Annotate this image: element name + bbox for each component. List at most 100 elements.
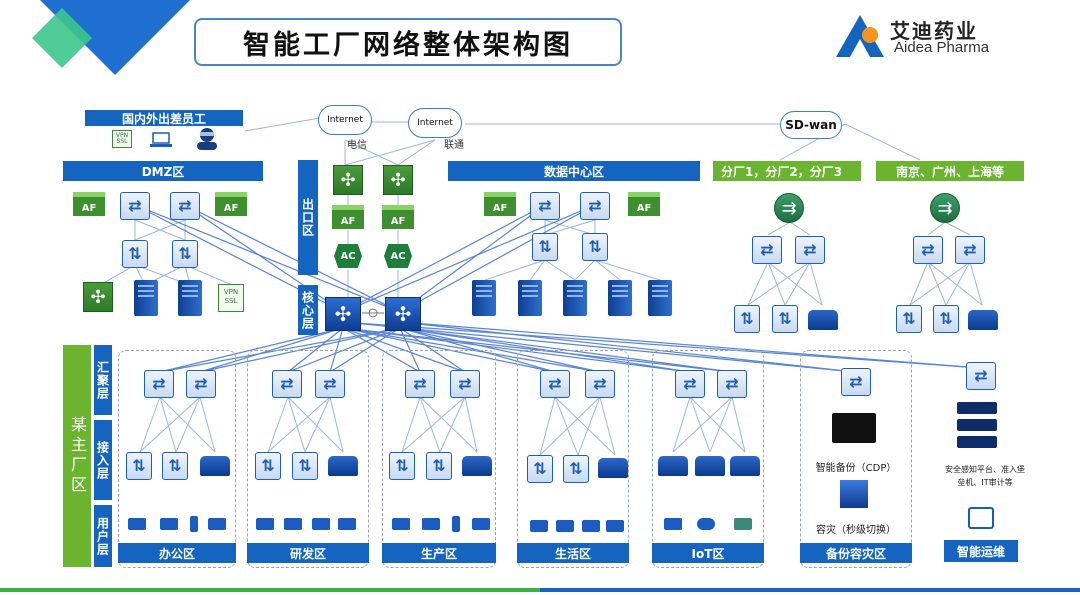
laptop-icon	[284, 518, 302, 530]
user-layer-bar: 用户层	[94, 505, 112, 567]
dmz-zone-label: DMZ区	[141, 164, 185, 179]
router-icon: ✣	[83, 282, 113, 312]
core-switch-icon: ✣	[325, 297, 361, 331]
af-text: AF	[390, 216, 406, 227]
ssl-text: SSL	[116, 138, 128, 145]
desktop-icon	[392, 518, 410, 530]
ac-controller-icon: AC	[384, 244, 412, 268]
desktop-icon	[128, 518, 146, 530]
access-switch-icon: ⇅	[255, 452, 281, 480]
area-bar-production: 生产区	[382, 543, 496, 563]
dr-label: 容灾（秒级切换）	[816, 525, 896, 536]
area-bar-ops: 智能运维	[944, 540, 1018, 562]
laptop-icon	[422, 518, 440, 530]
ops-monitor-icon	[968, 507, 994, 529]
printer-icon	[208, 518, 226, 530]
af-firewall-icon: AF	[73, 192, 105, 216]
vpn-text: VPN	[223, 288, 239, 296]
router-icon: ✣	[333, 165, 363, 195]
access-switch-icon: ⇅	[933, 305, 959, 333]
page-title: 智能工厂网络整体架构图	[194, 18, 622, 66]
router-icon: ✣	[383, 165, 413, 195]
campus-label: 某主厂区	[68, 416, 87, 496]
security-appliance-icon	[957, 402, 997, 414]
pos-terminal-icon	[606, 520, 624, 532]
datacenter-zone-label: 数据中心区	[543, 164, 604, 179]
user-icon	[197, 128, 217, 150]
af-firewall-icon: AF	[215, 192, 247, 216]
user-layer-label: 用户层	[95, 516, 110, 556]
stack-link-icon	[362, 308, 384, 318]
access-switch-icon: ⇅	[162, 452, 188, 480]
storage-icon	[730, 456, 760, 476]
switch-icon: ⇄	[144, 370, 174, 398]
remote-staff-label: 国内外出差员工	[121, 111, 206, 126]
internet-cloud-telecom: Internet	[318, 105, 372, 135]
access-layer-bar: 接入层	[94, 420, 112, 500]
phone-icon	[190, 516, 198, 532]
branch-zone-bar: 分厂1，分厂2，分厂3	[713, 161, 861, 181]
af-firewall-icon: AF	[628, 192, 660, 216]
af-text: AF	[223, 203, 239, 214]
area-label-living: 生活区	[554, 546, 591, 561]
server-icon	[608, 280, 632, 316]
area-bar-iot: IoT区	[652, 543, 764, 563]
city-branch-zone-label: 南京、广州、上海等	[895, 164, 1004, 179]
laptop-icon	[160, 518, 178, 530]
ac-text: AC	[340, 250, 356, 262]
branch-zone-label: 分厂1，分厂2，分厂3	[721, 164, 843, 179]
laptop-icon	[338, 518, 356, 530]
access-layer-label: 接入层	[95, 440, 110, 480]
core-layer-bar: 核心层	[298, 285, 318, 335]
desktop-icon	[256, 518, 274, 530]
switch-icon: ⇄	[966, 362, 996, 390]
sdwan-router-icon: ⇉	[774, 193, 804, 223]
access-switch-icon: ⇅	[126, 452, 152, 480]
access-switch-icon: ⇅	[527, 455, 553, 483]
area-label-backup: 备份容灾区	[825, 546, 886, 561]
logo-en: Aidea Pharma	[894, 39, 990, 56]
pos-terminal-icon	[582, 520, 600, 532]
switch-icon: ⇄	[717, 370, 747, 398]
printer-icon	[472, 518, 490, 530]
sdwan-cloud: SD-wan	[780, 111, 842, 139]
security-appliance-icon	[957, 419, 997, 431]
access-switch-icon: ⇅	[772, 305, 798, 333]
controller-icon	[734, 518, 752, 530]
backup-appliance-icon	[832, 413, 876, 443]
server-icon	[134, 280, 158, 316]
sdwan-text: SD-wan	[785, 118, 837, 132]
page-title-text: 智能工厂网络整体架构图	[243, 29, 573, 61]
exit-zone-bar: 出口区	[298, 160, 318, 275]
sdwan-router-icon: ⇉	[930, 193, 960, 223]
access-switch-icon: ⇅	[532, 233, 558, 261]
access-switch-icon: ⇅	[563, 455, 589, 483]
dmz-zone-bar: DMZ区	[63, 161, 263, 181]
storage-icon	[808, 310, 838, 330]
switch-icon: ⇄	[913, 236, 943, 264]
switch-icon: ⇄	[405, 370, 435, 398]
company-logo: 艾迪药业 Aidea Pharma	[832, 13, 1012, 61]
server-icon	[648, 280, 672, 316]
af-text: AF	[492, 203, 508, 214]
zone-iot	[652, 350, 764, 568]
switch-icon: ⇄	[272, 370, 302, 398]
area-bar-backup: 备份容灾区	[800, 543, 912, 563]
vpn-text: VPN	[115, 132, 129, 139]
camera-icon	[697, 518, 715, 530]
access-switch-icon: ⇅	[734, 305, 760, 333]
sensor-icon	[664, 518, 682, 530]
switch-icon: ⇄	[450, 370, 480, 398]
datacenter-zone-bar: 数据中心区	[448, 161, 700, 181]
storage-icon	[658, 456, 688, 476]
internet-cloud-unicom: Internet	[408, 108, 462, 138]
agg-layer-bar: 汇聚层	[94, 345, 112, 415]
server-icon	[178, 280, 202, 316]
switch-icon: ⇄	[752, 236, 782, 264]
area-bar-rnd: 研发区	[247, 543, 369, 563]
server-icon	[518, 280, 542, 316]
zone-living	[517, 350, 629, 568]
switch-icon: ⇄	[580, 192, 610, 220]
server-icon	[472, 280, 496, 316]
